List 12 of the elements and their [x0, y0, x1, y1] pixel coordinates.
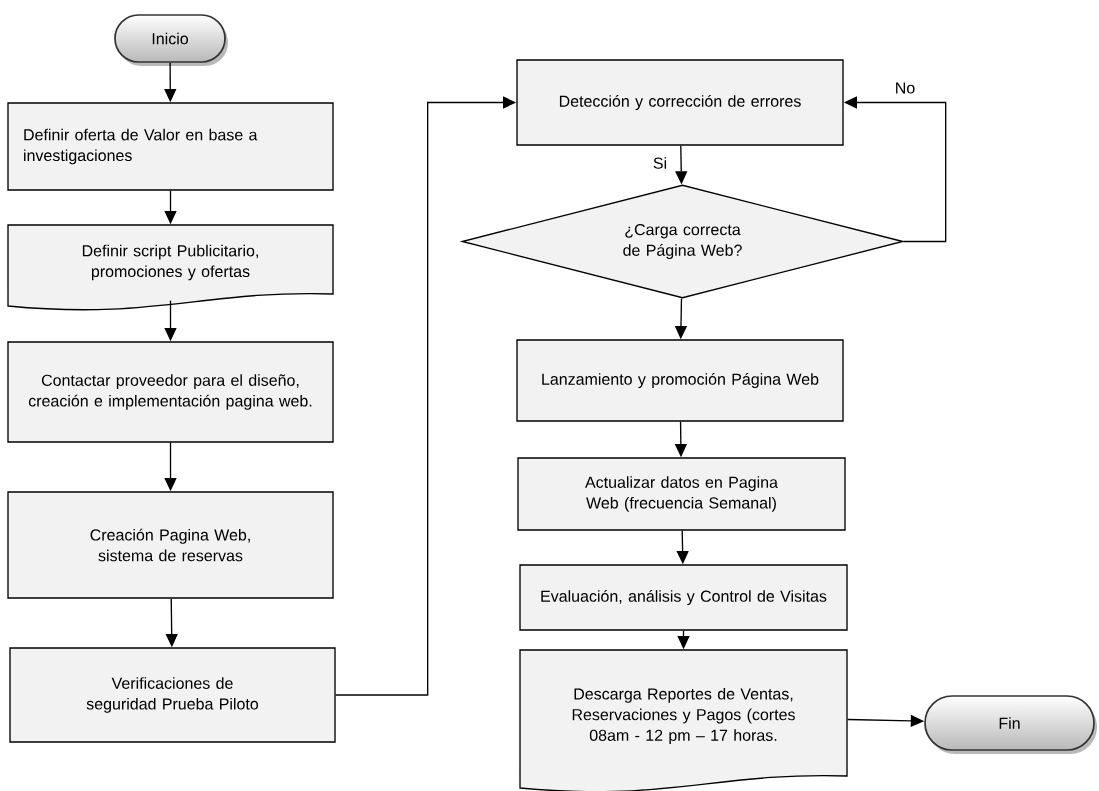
- process-box: Evaluación, análisis y Control de Visitas: [519, 564, 848, 631]
- document-box: Descarga Reportes de Ventas, Reservaciones y Pagos (cortes 08am - 12 pm – 17 horas.: [519, 649, 848, 791]
- process-box: Creación Pagina Web, sistema de reservas: [7, 491, 334, 599]
- document-box: Definir script Publicitario, promociones y ofertas: [7, 224, 334, 311]
- process-box: Actualizar datos en Pagina Web (frecuencia Semanal): [517, 457, 846, 531]
- process-box: Verificaciones de seguridad Prueba Piloto: [9, 647, 336, 743]
- process-box: Definir oferta de Valor en base a investigaciones: [7, 102, 334, 191]
- edge-label: No: [893, 81, 917, 95]
- process-box: Contactar proveedor para el diseño, creación e implementación pagina web.: [7, 341, 334, 443]
- process-box: Detección y corrección de errores: [516, 59, 844, 146]
- process-box: Lanzamiento y promoción Página Web: [516, 339, 844, 422]
- edge-label: Si: [651, 155, 669, 171]
